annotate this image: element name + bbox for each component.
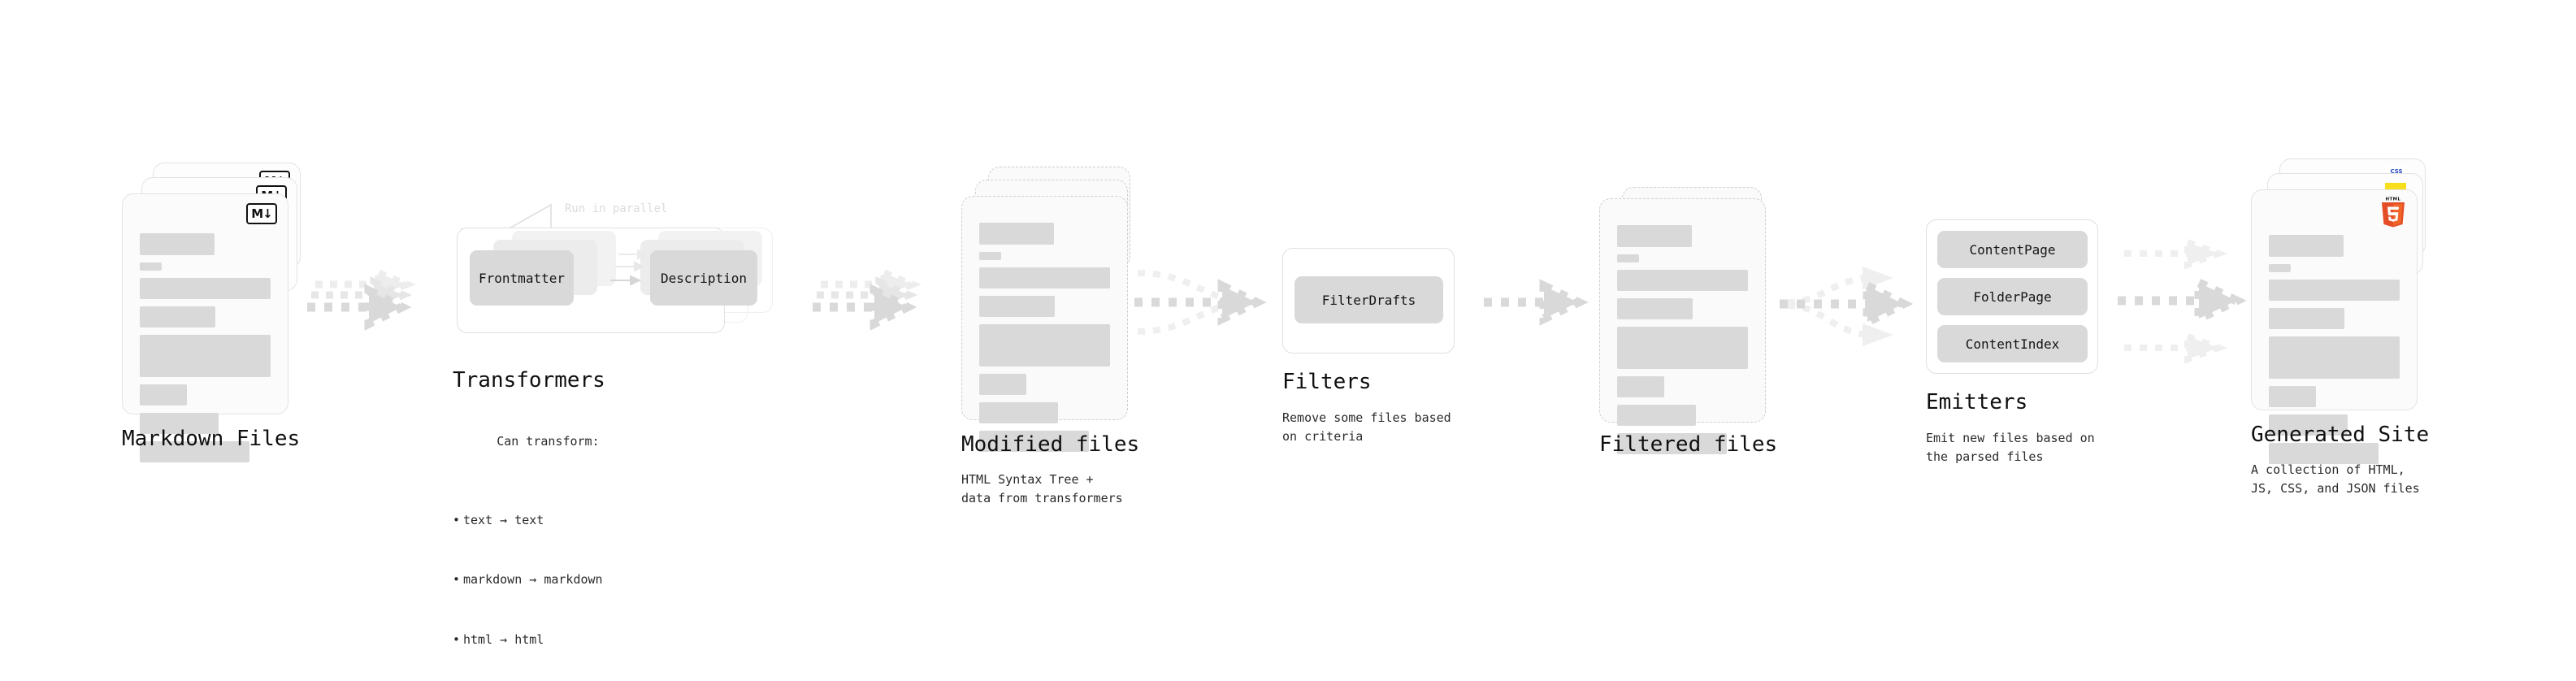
placeholder-line: [2269, 280, 2400, 301]
arrow-filters-to-filtered: [1484, 279, 1589, 326]
placeholder-line: [1617, 270, 1748, 291]
placeholder-line: [1617, 298, 1693, 319]
modified-file-stack: [961, 167, 1148, 452]
placeholder-line: [2269, 443, 2379, 464]
arrow-modified-to-filters: [1134, 270, 1267, 335]
card-content-placeholder: [1617, 225, 1748, 454]
placeholder-line: [979, 296, 1056, 317]
placeholder-line: [979, 374, 1026, 395]
run-in-parallel-label: Run in parallel: [565, 202, 668, 215]
placeholder-line: [1617, 254, 1640, 262]
placeholder-line: [1617, 327, 1748, 369]
stage-title-generated-site: Generated Site: [2251, 423, 2430, 447]
placeholder-line: [979, 431, 1090, 452]
placeholder-line: [979, 223, 1054, 245]
stage-modified-files: Modified files HTML Syntax Tree + data f…: [961, 167, 1148, 505]
stage-generated-site: CSS HTML: [2251, 158, 2446, 496]
arrow-transformers-to-modified: [813, 267, 922, 331]
arrow-filtered-to-emitters: [1780, 267, 1914, 346]
placeholder-line: [140, 306, 216, 327]
stage-filtered-files: Filtered files: [1599, 187, 1786, 457]
filtered-file-stack: [1599, 187, 1786, 454]
transformer-internal-arrows: [610, 249, 648, 286]
placeholder-line: [979, 324, 1110, 367]
filter-chip-filterdrafts[interactable]: FilterDrafts: [1295, 276, 1443, 323]
placeholder-line: [1617, 376, 1664, 397]
placeholder-line: [2269, 414, 2348, 436]
stage-title-modified-files: Modified files: [961, 432, 1140, 457]
html5-shield-icon: HTML: [2382, 197, 2405, 228]
placeholder-line: [2269, 336, 2400, 379]
placeholder-line: [140, 335, 271, 377]
emitters-subtitle: Emit new files based on the parsed files: [1926, 431, 2095, 464]
transformers-bullet-list: text → text markdown → markdown html → h…: [453, 472, 603, 681]
transformers-bullet: text → text: [453, 511, 603, 530]
card-content-placeholder: [2269, 235, 2400, 464]
placeholder-line: [979, 402, 1058, 423]
placeholder-line: [2269, 386, 2316, 407]
stage-title-transformers: Transformers: [453, 368, 605, 393]
markdown-file-stack: M↓ M↓ M↓: [122, 163, 317, 462]
placeholder-line: [979, 267, 1110, 288]
transformer-chip-frontmatter[interactable]: Frontmatter: [470, 250, 574, 306]
card-content-placeholder: [979, 223, 1110, 452]
transformers-bullet: markdown → markdown: [453, 570, 603, 589]
filtered-card-front: [1599, 198, 1766, 454]
placeholder-line: [140, 278, 271, 299]
svg-text:HTML: HTML: [2386, 197, 2401, 202]
modified-card-front: [961, 196, 1128, 452]
placeholder-line: [1617, 405, 1696, 426]
placeholder-line: [2269, 235, 2344, 257]
emitter-chip-folderpage[interactable]: FolderPage: [1937, 278, 2088, 315]
emitter-chip-contentindex[interactable]: ContentIndex: [1937, 325, 2088, 362]
placeholder-line: [140, 441, 250, 462]
card-content-placeholder: [140, 233, 271, 462]
placeholder-line: [2269, 308, 2345, 329]
placeholder-line: [140, 413, 219, 434]
stage-title-filtered-files: Filtered files: [1599, 432, 1778, 457]
modified-files-subtitle: HTML Syntax Tree + data from transformer…: [961, 472, 1123, 505]
placeholder-line: [140, 233, 215, 255]
placeholder-line: [140, 384, 187, 406]
generated-site-file-stack: CSS HTML: [2251, 158, 2446, 464]
markdown-badge: M↓: [246, 203, 277, 224]
placeholder-line: [140, 262, 163, 271]
placeholder-line: [1617, 433, 1728, 454]
generated-card-front-html: HTML: [2251, 189, 2418, 464]
emitter-chip-contentpage[interactable]: ContentPage: [1937, 231, 2088, 268]
transformers-subtitle: Can transform: text → text markdown → ma…: [453, 414, 603, 681]
transformers-bullet: html → html: [453, 631, 603, 649]
markdown-card-front: M↓: [122, 193, 288, 462]
stage-markdown-files: M↓ M↓ M↓ Markdown Files: [122, 163, 317, 462]
transformer-chip-description[interactable]: Description: [650, 250, 757, 306]
stage-title-emitters: Emitters: [1926, 390, 2028, 414]
placeholder-line: [1617, 225, 1692, 247]
html5-badge: HTML: [2379, 195, 2407, 228]
filters-subtitle: Remove some files based on criteria: [1282, 410, 1451, 444]
placeholder-line: [2269, 264, 2292, 272]
arrow-markdown-to-transformers: [307, 267, 416, 331]
generated-site-subtitle: A collection of HTML, JS, CSS, and JSON …: [2251, 462, 2420, 496]
arrow-emitters-to-site: [2118, 237, 2247, 364]
transformers-subtitle-lead: Can transform:: [497, 433, 600, 449]
stage-title-filters: Filters: [1282, 370, 1372, 394]
placeholder-line: [979, 252, 1002, 260]
stage-title-markdown-files: Markdown Files: [122, 427, 301, 451]
